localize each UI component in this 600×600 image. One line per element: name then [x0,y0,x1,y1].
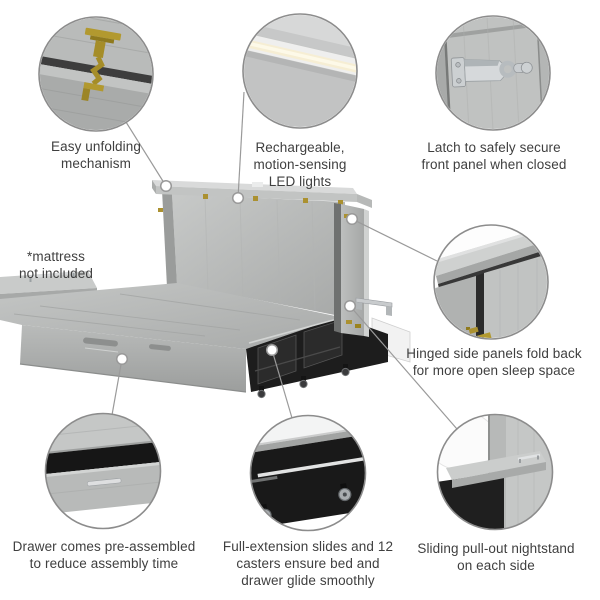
leader-easy-unfolding [125,121,167,187]
ring-led-lights [242,13,358,129]
dot-hinged-panels [345,212,359,226]
nightstand-handle-bar [28,271,76,279]
led-sensor-tab [252,182,263,187]
leader-lines [111,91,458,430]
caster-wheel [341,364,350,377]
label-line: casters ensure bed and [236,556,380,571]
caster-wheel [338,483,352,502]
dot-drawer [115,352,129,366]
drawer-handle [83,337,118,347]
ring-slides-casters [249,414,367,532]
slide-rail [257,456,365,478]
marker-dots [115,179,359,366]
leader-hinged-panels [351,218,438,262]
callout-circle-hinged-panels [435,226,547,338]
label-line: Latch to safely secure [427,140,561,155]
drawer-handle [148,344,171,351]
dot-led-lights [231,191,245,205]
nightstand-handle-bar [517,453,541,461]
label-line: LED lights [268,174,332,189]
label-line: front panel when closed [421,157,567,172]
label-line: Sliding pull-out nightstand [417,541,575,556]
under-bed-frame [246,317,388,399]
gold-hinge [466,326,492,338]
leader-drawer [111,358,123,416]
slide-rail [248,318,338,344]
ring-drawer [44,412,162,530]
callout-circle-led-lights [244,15,356,127]
storage-drawer-box [303,319,343,369]
dot-nightstand [343,299,357,313]
label-line: *mattress [27,249,85,264]
folded-side-panel-photo [435,226,547,338]
callout-circle-slides-casters [251,416,365,530]
callout-label-led-lights: Rechargeable, motion-sensing LED lights [254,139,347,190]
underside-casters-photo [251,416,365,530]
label-line: drawer glide smoothly [241,573,375,588]
callout-circle-latch [437,17,549,129]
ring-easy-unfolding [38,16,154,132]
callout-label-nightstand: Sliding pull-out nightstand on each side [417,540,574,574]
pullout-nightstand-photo [438,415,552,529]
bed-platform [0,283,340,349]
metal-latch-photo [437,17,549,129]
motion-sensor-dot [244,35,249,40]
gold-hinge [344,214,349,218]
callout-label-drawer: Drawer comes pre-assembled to reduce ass… [13,538,196,572]
gold-hinge [158,208,163,212]
callout-label-latch: Latch to safely secure front panel when … [422,139,567,173]
leader-slides-casters [271,349,293,419]
ring-hinged-panels [433,224,549,340]
caster-wheel [299,376,308,389]
leader-led-lights [237,91,245,199]
callout-label-hinged-panels: Hinged side panels fold back for more op… [406,345,581,379]
label-line: motion-sensing [253,157,347,172]
label-line: Hinged side panels fold back [406,346,582,361]
cabinet-bed-illustration [0,180,411,399]
gold-hinge-photo [40,18,152,130]
bed-front-drawer-face [19,325,247,393]
led-strip-photo [244,15,356,127]
gold-hinge [355,324,361,328]
label-line: Drawer comes pre-assembled [12,539,196,554]
callout-circle-easy-unfolding [40,18,152,130]
gold-hinge [346,320,352,324]
callout-label-easy-unfolding: Easy unfolding mechanism [51,138,141,172]
label-line: for more open sleep space [412,363,576,378]
label-line: to reduce assembly time [29,556,179,571]
cabinet-top-lid [152,180,372,208]
drawer-handle [86,478,122,487]
label-line: on each side [457,558,535,573]
dot-easy-unfolding [159,179,173,193]
label-line: not included [18,266,94,281]
latch-hardware [450,57,533,88]
label-line: mechanism [61,156,131,171]
leader-nightstand [349,305,458,430]
nightstand-bracket-right [355,297,393,316]
gold-mechanism [81,27,122,102]
front-panel-open [158,190,345,317]
label-line: Rechargeable, [255,140,345,155]
caster-wheel [257,386,266,399]
ring-latch [435,15,551,131]
label-line: Full-extension slides and 12 [222,539,394,554]
panel-left-frame [162,190,177,287]
callout-label-slides-casters: Full-extension slides and 12 casters ens… [223,538,393,589]
callout-circle-nightstand [438,415,552,529]
ring-nightstand [436,413,554,531]
label-line: Easy unfolding [51,139,141,154]
callout-rings [38,13,554,532]
dot-slides-casters [265,343,279,357]
mattress-note: *mattress not included [19,248,93,282]
gold-hinges [203,194,343,205]
